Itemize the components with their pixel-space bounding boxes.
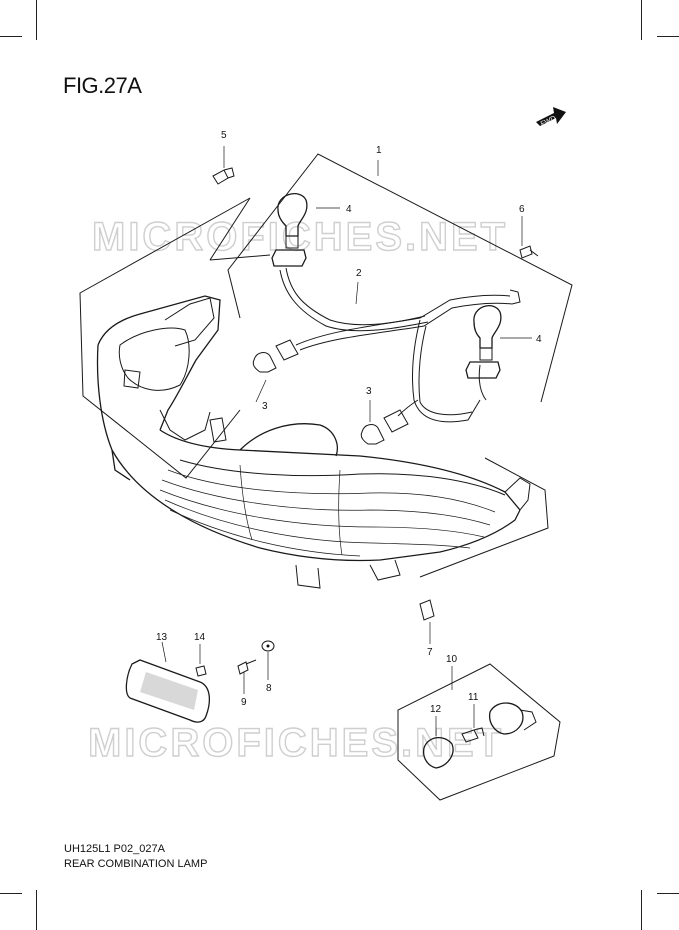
crop-mark-bottom-left-h <box>0 893 22 894</box>
crop-mark-top-left-h <box>0 36 22 37</box>
harness-wiring <box>279 267 521 423</box>
lamp-housing <box>96 295 531 589</box>
callout-7: 7 <box>427 647 433 658</box>
license-lamp-outline <box>397 663 561 801</box>
assembly-outline <box>79 153 573 578</box>
washer-icon-8 <box>261 640 275 652</box>
figure-title: FIG.27A <box>63 73 142 98</box>
callout-12: 12 <box>430 704 442 715</box>
crop-mark-top-right-h <box>657 36 679 37</box>
screw-icon-5 <box>212 167 235 185</box>
leader-lines <box>161 146 532 736</box>
crop-mark-top-right <box>641 0 642 40</box>
screw-icon-9 <box>237 659 257 675</box>
fwd-arrow-icon: FWD <box>536 107 566 128</box>
clip-nut-icon-7 <box>419 599 435 621</box>
callout-6: 6 <box>519 204 525 215</box>
crop-mark-bottom-right-h <box>657 893 679 894</box>
callout-4-right: 4 <box>536 334 542 345</box>
lens-icon-12 <box>422 737 454 769</box>
figure-code: UH125L1 P02_027A <box>64 843 165 855</box>
callout-1: 1 <box>376 145 382 156</box>
bulb-icon-4-top <box>271 193 308 267</box>
callout-13: 13 <box>156 632 168 643</box>
crop-mark-bottom-right <box>641 890 642 930</box>
screw-icon-6 <box>519 245 539 259</box>
nut-icon-14 <box>195 665 207 677</box>
callout-5: 5 <box>221 130 227 141</box>
bulb-icon-11 <box>461 727 485 743</box>
callout-10: 10 <box>446 654 458 665</box>
reflector-icon-13 <box>125 659 211 723</box>
callout-3-right: 3 <box>366 386 372 397</box>
watermark-bottom: MICROFICHES.NET <box>88 721 504 765</box>
socket-icon-10 <box>488 702 537 735</box>
callout-2: 2 <box>356 268 362 279</box>
crop-mark-bottom-left <box>36 890 37 930</box>
watermark-top: MICROFICHES.NET <box>92 215 508 259</box>
bulb-icon-3-left <box>252 339 299 373</box>
figure-name: REAR COMBINATION LAMP <box>64 858 208 870</box>
callout-3-left: 3 <box>262 401 268 412</box>
bulb-icon-3-right <box>360 409 409 445</box>
bulb-icon-4-right <box>465 305 502 379</box>
callout-4-top: 4 <box>346 204 352 215</box>
callout-11: 11 <box>468 692 479 703</box>
fwd-label: FWD <box>540 115 557 128</box>
crop-mark-top-left <box>36 0 37 40</box>
callout-14: 14 <box>194 632 206 643</box>
callout-8: 8 <box>266 683 272 694</box>
callout-9: 9 <box>241 697 247 708</box>
